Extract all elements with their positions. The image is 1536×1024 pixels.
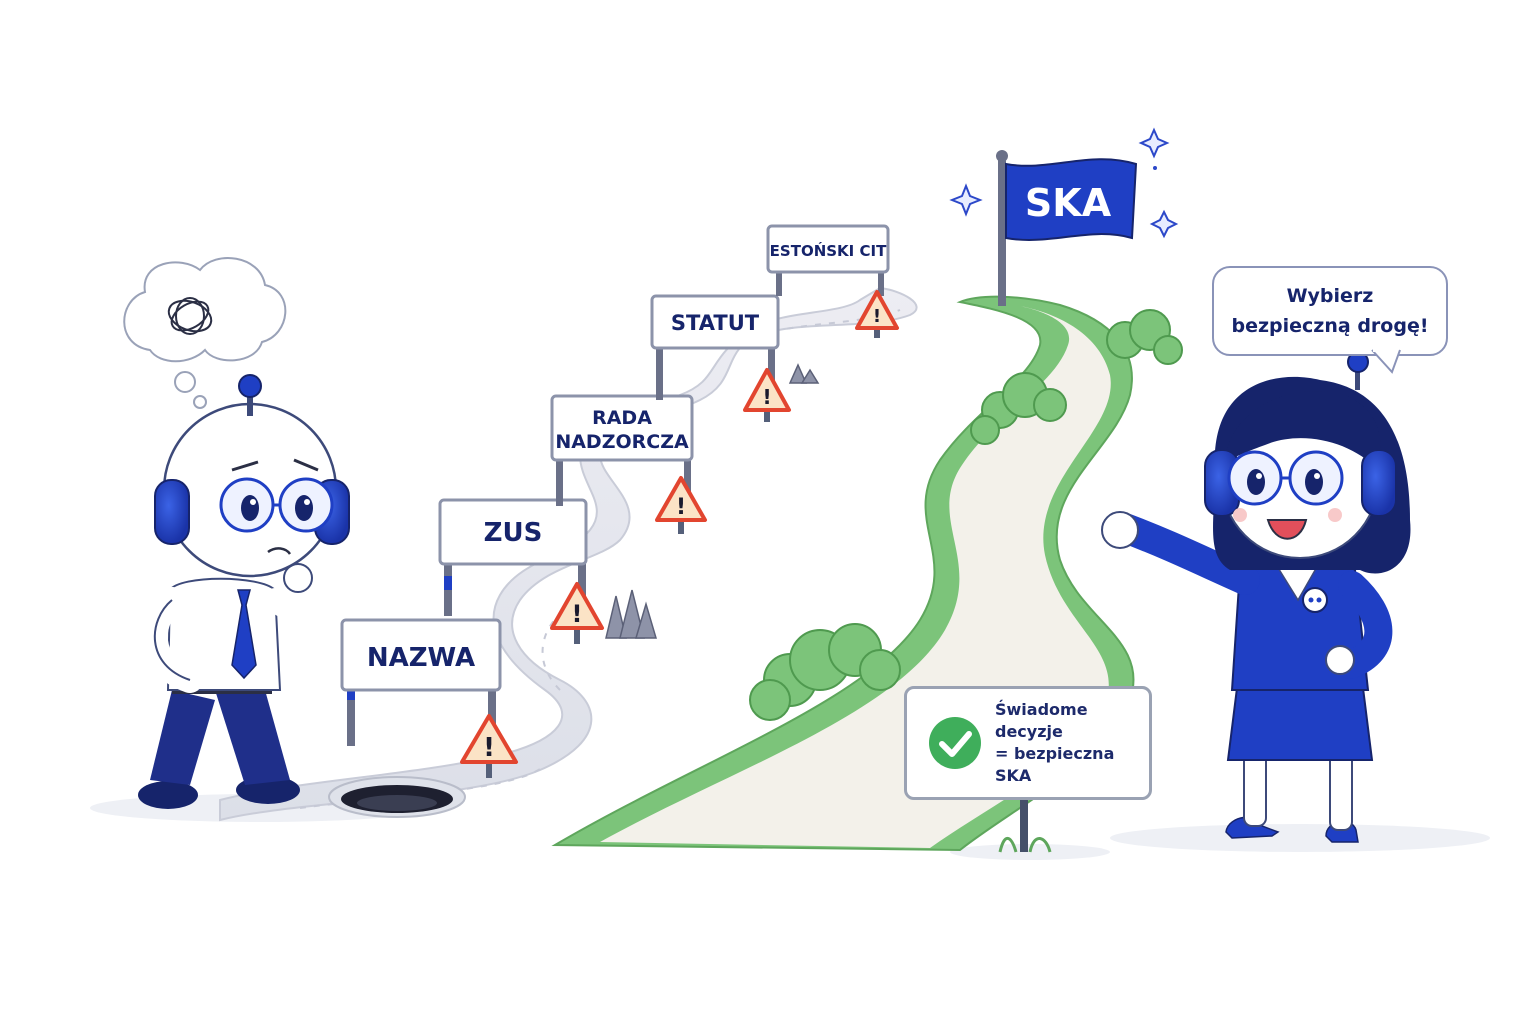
bush — [749, 623, 901, 721]
info-board-post — [998, 798, 1052, 853]
sign-zus-label: ZUS — [484, 518, 543, 548]
sign-estonski-cit: ESTOŃSKI CIT — [766, 224, 890, 296]
warning-icon: ! — [855, 290, 899, 338]
speech-bubble-tail — [1371, 348, 1401, 374]
thought-bubble — [123, 257, 287, 409]
flag-label: SKA — [1025, 181, 1112, 225]
sign-nazwa-label: NAZWA — [367, 643, 475, 673]
ground-shadow-right — [1110, 824, 1490, 852]
ska-flag: SKA — [996, 150, 1138, 306]
sign-zus: ZUS — [438, 498, 588, 616]
speech-line-2: bezpieczną drogę! — [1231, 315, 1429, 337]
sign-rada-label-2: NADZORCZA — [555, 431, 689, 453]
sign-statut: STATUT — [650, 294, 780, 400]
sign-rada-label-1: RADA — [592, 407, 652, 429]
info-board-line-2: = bezpieczna SKA — [995, 744, 1115, 785]
sign-nazwa: NAZWA — [340, 618, 502, 746]
info-board-line-1: Świadome decyzje — [995, 700, 1088, 741]
warning-icon: ! — [743, 368, 791, 422]
speech-bubble: Wybierz bezpieczną drogę! — [1212, 266, 1448, 356]
warning-icon: ! — [460, 714, 518, 778]
sign-rada-nadzorcza: RADA NADZORCZA — [550, 394, 694, 506]
robot-badge-icon — [1302, 587, 1328, 613]
bush — [1106, 309, 1183, 365]
check-icon — [929, 717, 981, 769]
sparkle-dot — [1153, 166, 1157, 170]
sign-statut-label: STATUT — [671, 311, 760, 335]
info-board: Świadome decyzje = bezpieczna SKA — [904, 686, 1152, 800]
svg-text:!: ! — [762, 385, 771, 409]
thought-scribble-icon — [167, 297, 213, 335]
warning-icon: ! — [550, 582, 604, 644]
businesswoman-robot-character — [1073, 351, 1411, 843]
svg-text:!: ! — [676, 495, 686, 520]
confused-robot-character — [138, 374, 350, 809]
svg-text:!: ! — [483, 733, 495, 763]
sign-estonski-label: ESTOŃSKI CIT — [770, 241, 887, 260]
spikes-obstacle — [605, 363, 820, 639]
speech-line-1: Wybierz — [1286, 285, 1374, 307]
bush — [970, 372, 1067, 445]
pothole — [328, 776, 466, 818]
warning-icon: ! — [655, 476, 707, 534]
svg-text:!: ! — [572, 600, 583, 628]
svg-text:!: ! — [873, 306, 881, 327]
sparkle-icon — [949, 127, 1179, 239]
